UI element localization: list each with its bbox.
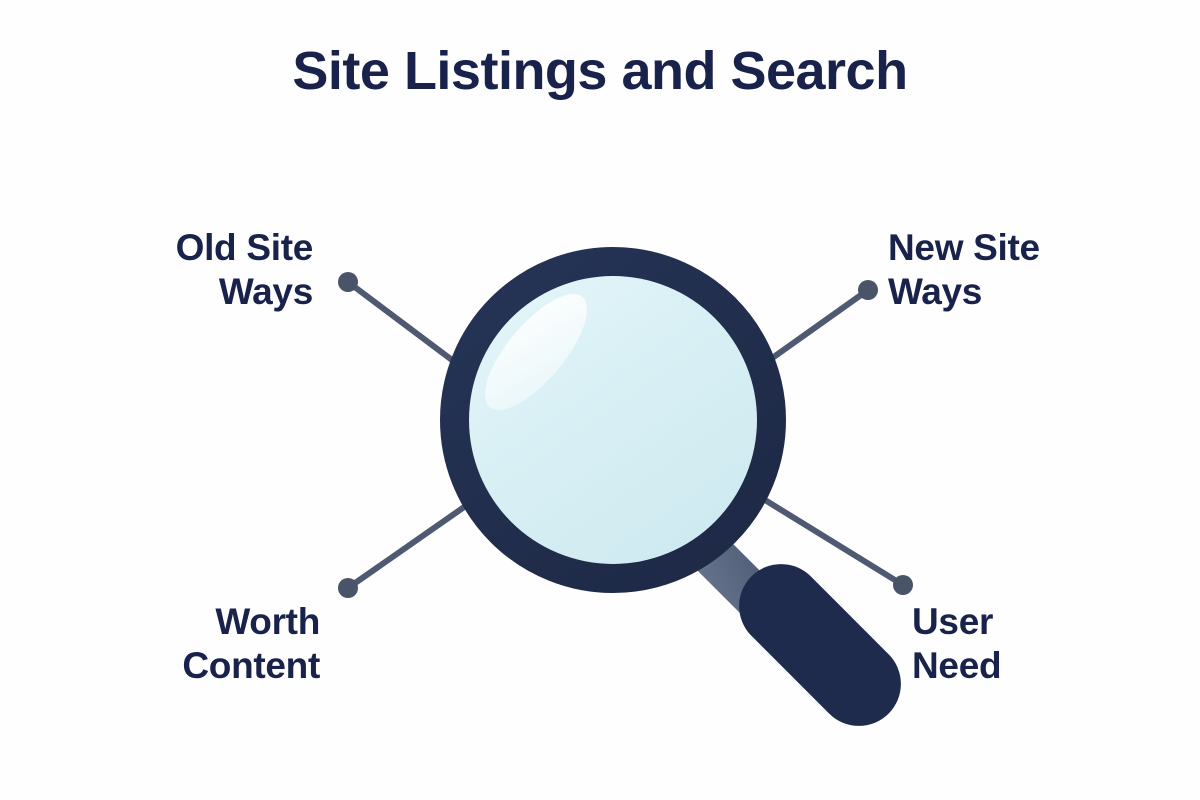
magnifier-lens [440,247,786,593]
lens-highlight [484,293,588,411]
connector-top-left-dot [338,272,358,292]
page-title: Site Listings and Search [292,41,908,101]
label-old-site-ways: Old Site Ways [175,227,314,312]
label-new-site-ways: New Site Ways [888,227,1040,312]
connector-top-right-dot [858,280,878,300]
label-user-need: User Need [912,601,1002,686]
connector-lines [338,272,913,598]
connector-bottom-right-dot [893,575,913,595]
connector-bottom-right-line [749,489,906,588]
lens-glass [469,276,757,564]
label-worth-content: Worth Content [182,601,320,686]
lens-ring [440,247,786,593]
connector-bottom-left-dot [338,578,358,598]
handle-grip [739,564,901,726]
